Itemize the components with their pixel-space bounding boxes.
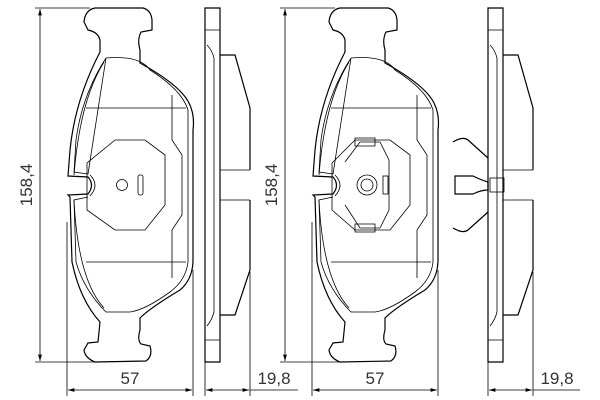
pad-2-front-view [312,7,440,363]
pad-1-side-view [204,7,251,363]
height-label-1: 158,4 [17,164,36,207]
thickness-label-2: 19,8 [540,369,573,388]
pad-2-side-view [452,7,534,363]
dimension-thickness-1: 19,8 [204,272,298,396]
dimension-height-1: 158,4 [17,7,96,363]
width-label-1: 57 [121,369,140,388]
pad-1-front-view [67,7,195,363]
pad-1-centre-plate [86,139,166,231]
width-label-2: 57 [366,369,385,388]
pad-2-spring-clip-side [452,137,489,233]
dimension-height-2: 158,4 [262,7,341,363]
dimension-width-2: 57 [311,222,439,396]
thickness-label-1: 19,8 [257,369,290,388]
pad-1-hole [116,179,128,191]
dimension-thickness-2: 19,8 [487,272,580,396]
pad-2-spring-clip [344,137,390,233]
height-label-2: 158,4 [262,164,281,207]
dimension-width-1: 57 [66,222,194,396]
pad-1-slot [137,174,144,196]
